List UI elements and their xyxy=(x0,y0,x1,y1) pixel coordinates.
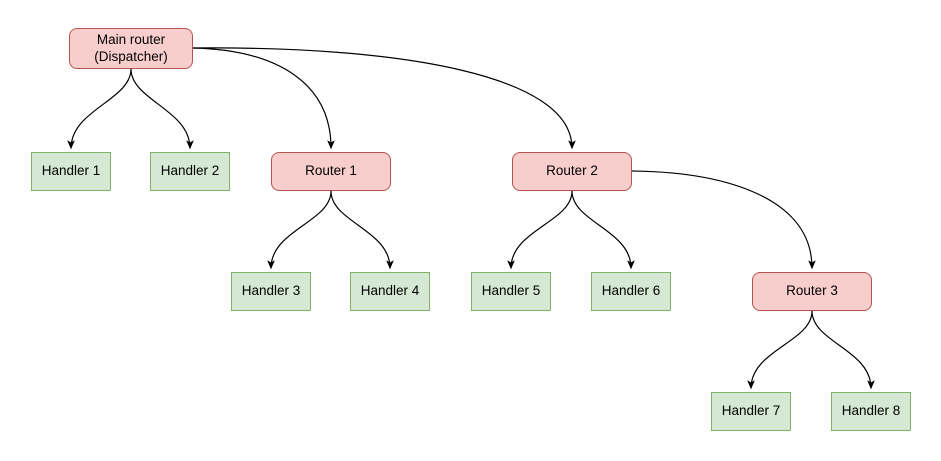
node-label-router-2: Router 2 xyxy=(546,163,598,179)
node-label-router-1: Router 1 xyxy=(305,163,357,179)
node-handler-2[interactable]: Handler 2 xyxy=(150,152,230,191)
node-label-handler-8: Handler 8 xyxy=(841,403,901,419)
edge-main-to-router-1 xyxy=(192,47,335,150)
edge-router-3-to-handler-7 xyxy=(747,310,813,390)
edge-router-2-to-router-3 xyxy=(631,170,816,270)
node-label-router-3: Router 3 xyxy=(786,283,838,299)
node-label-handler-4: Handler 4 xyxy=(360,283,420,299)
node-router-3[interactable]: Router 3 xyxy=(752,272,872,311)
node-main-router[interactable]: Main router (Dispatcher) xyxy=(69,28,193,69)
node-label-handler-2: Handler 2 xyxy=(160,163,220,179)
node-handler-3[interactable]: Handler 3 xyxy=(231,272,311,311)
node-handler-1[interactable]: Handler 1 xyxy=(31,152,111,191)
edge-main-to-handler-1 xyxy=(67,68,132,150)
edge-router-1-to-handler-4 xyxy=(330,190,394,270)
node-label-handler-5: Handler 5 xyxy=(481,283,541,299)
edge-router-3-to-handler-8 xyxy=(811,310,875,390)
node-handler-4[interactable]: Handler 4 xyxy=(350,272,430,311)
node-label-main-router: Main router (Dispatcher) xyxy=(94,32,168,64)
edge-router-2-to-handler-6 xyxy=(571,190,635,270)
node-label-handler-1: Handler 1 xyxy=(41,163,101,179)
edge-router-2-to-handler-5 xyxy=(507,190,573,270)
node-handler-5[interactable]: Handler 5 xyxy=(471,272,551,311)
node-router-2[interactable]: Router 2 xyxy=(512,152,632,191)
edge-main-to-router-2 xyxy=(192,47,576,150)
node-handler-8[interactable]: Handler 8 xyxy=(831,392,911,431)
node-handler-6[interactable]: Handler 6 xyxy=(591,272,671,311)
edge-router-1-to-handler-3 xyxy=(267,190,332,270)
edges-group xyxy=(67,47,875,390)
node-router-1[interactable]: Router 1 xyxy=(271,152,391,191)
node-label-handler-3: Handler 3 xyxy=(241,283,301,299)
node-label-handler-7: Handler 7 xyxy=(721,403,781,419)
edge-main-to-handler-2 xyxy=(130,68,194,150)
node-handler-7[interactable]: Handler 7 xyxy=(711,392,791,431)
node-label-handler-6: Handler 6 xyxy=(601,283,661,299)
